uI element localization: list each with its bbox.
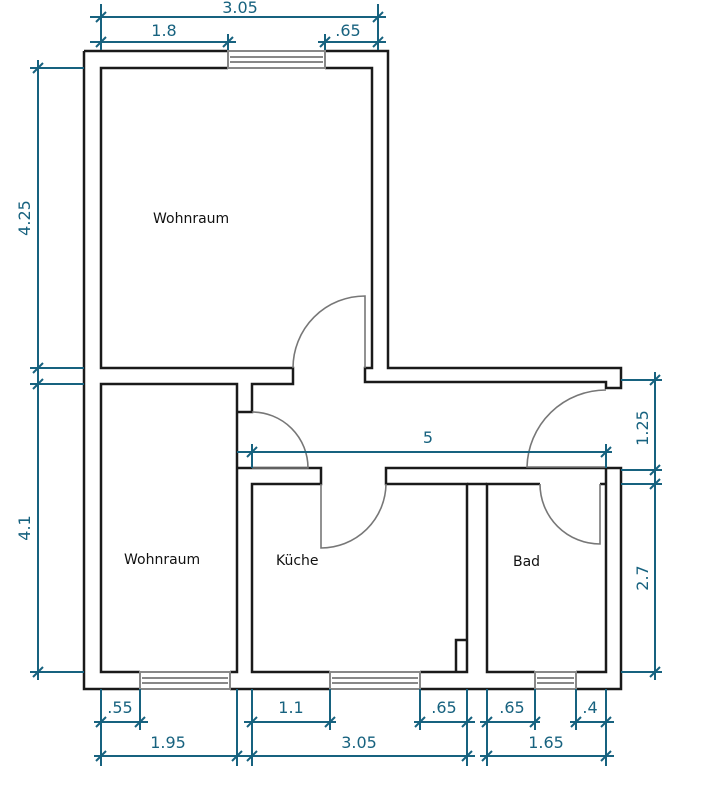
- windows: [139, 50, 577, 690]
- dim-right-bad: 2.7: [633, 565, 652, 590]
- dim-bottom-c2: .4: [582, 698, 597, 717]
- dim-bottom-b2: .65: [431, 698, 456, 717]
- dim-right-corridor: 1.25: [633, 410, 652, 446]
- dimension-labels: 3.05 1.8 .65 4.25 4.1 1.25 2.7 5 .55 1.1…: [15, 0, 652, 752]
- dim-bottom-a1: .55: [107, 698, 132, 717]
- doors: [251, 295, 607, 549]
- dim-top-left: 1.8: [151, 21, 176, 40]
- room-label-wohnraum-top: Wohnraum: [153, 211, 229, 227]
- dim-corridor: 5: [423, 428, 433, 447]
- dim-bottom-c1: .65: [499, 698, 524, 717]
- room-labels: Wohnraum Wohnraum Küche Bad: [124, 211, 540, 570]
- dim-left-upper: 4.25: [15, 200, 34, 236]
- dim-bottom-c: 1.65: [528, 733, 564, 752]
- room-label-wohnraum-bottom: Wohnraum: [124, 552, 200, 568]
- dim-bottom-a: 1.95: [150, 733, 186, 752]
- dim-left-lower: 4.1: [15, 515, 34, 540]
- room-label-kueche: Küche: [276, 553, 319, 569]
- dimension-lines: [30, 4, 662, 766]
- dim-bottom-b1: 1.1: [278, 698, 303, 717]
- dim-top-total: 3.05: [222, 0, 258, 17]
- walls: [82, 49, 623, 691]
- room-label-bad: Bad: [513, 554, 540, 570]
- dim-bottom-b: 3.05: [341, 733, 377, 752]
- dim-top-right: .65: [335, 21, 360, 40]
